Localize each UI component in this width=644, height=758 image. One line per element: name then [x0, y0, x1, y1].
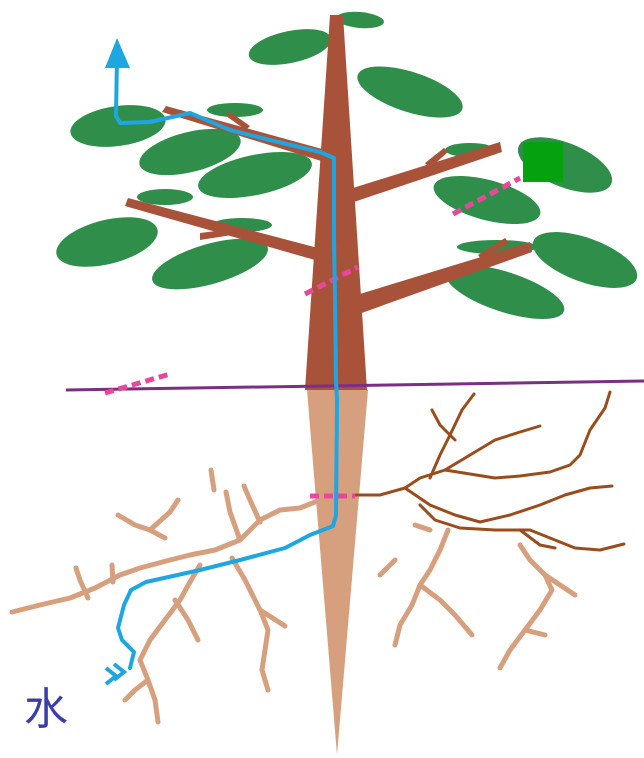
- roots-right: [356, 392, 624, 550]
- root: [112, 565, 113, 582]
- root: [356, 392, 610, 495]
- root: [244, 486, 260, 522]
- root: [232, 558, 268, 690]
- roots-left: [12, 470, 575, 722]
- green-marker-square: [523, 142, 563, 182]
- root: [445, 426, 540, 470]
- root: [125, 680, 148, 700]
- leaf: [246, 23, 335, 72]
- root: [226, 492, 240, 540]
- root: [525, 630, 545, 635]
- leaf: [207, 103, 263, 117]
- root: [211, 470, 214, 490]
- leaf: [51, 208, 163, 276]
- root: [405, 486, 612, 522]
- root: [420, 585, 472, 635]
- root: [380, 560, 395, 575]
- root: [175, 600, 198, 640]
- root: [500, 545, 552, 668]
- root: [415, 525, 430, 530]
- leaf: [352, 56, 469, 128]
- water-exit-arrowhead: [105, 38, 130, 68]
- root: [118, 515, 165, 538]
- root: [150, 500, 178, 530]
- water-intake-chevrons: [106, 664, 124, 684]
- water-label: 水: [24, 688, 68, 732]
- root: [140, 565, 200, 722]
- root: [432, 410, 455, 440]
